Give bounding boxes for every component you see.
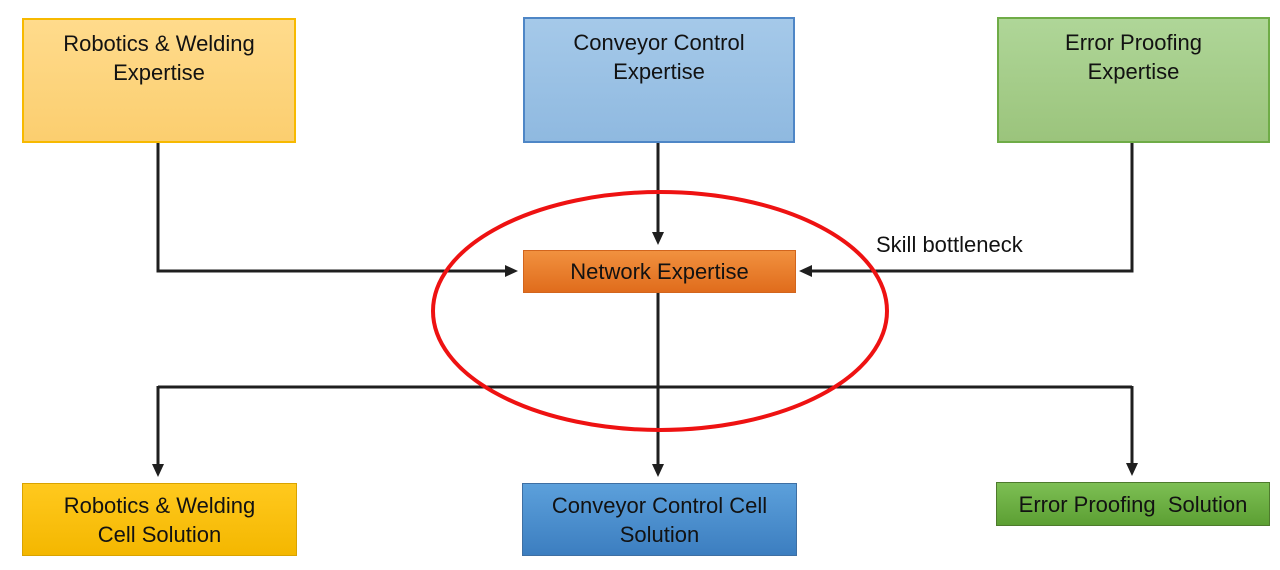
node-robotics-solution: Robotics & Welding Cell Solution bbox=[22, 483, 297, 556]
node-conveyor-expertise-label: Conveyor Control Expertise bbox=[573, 30, 745, 84]
skill-bottleneck-ellipse bbox=[431, 190, 889, 432]
edge-error-to-network bbox=[799, 143, 1134, 277]
skill-bottleneck-label: Skill bottleneck bbox=[876, 232, 1023, 257]
node-error-solution-label: Error Proofing Solution bbox=[1018, 491, 1248, 517]
node-network-expertise: Network Expertise bbox=[523, 250, 796, 293]
node-robotics-expertise-label: Robotics & Welding Expertise bbox=[63, 31, 255, 85]
node-error-expertise-label: Error Proofing Expertise bbox=[1065, 30, 1202, 84]
node-error-solution: Error Proofing Solution bbox=[996, 482, 1270, 526]
node-error-expertise: Error Proofing Expertise bbox=[997, 17, 1270, 143]
edge-robotics-to-network bbox=[156, 143, 518, 277]
node-network-expertise-label: Network Expertise bbox=[570, 259, 749, 284]
node-robotics-solution-label: Robotics & Welding Cell Solution bbox=[63, 492, 256, 547]
node-conveyor-solution: Conveyor Control Cell Solution bbox=[522, 483, 797, 556]
node-conveyor-expertise: Conveyor Control Expertise bbox=[523, 17, 795, 143]
node-conveyor-solution-label: Conveyor Control Cell Solution bbox=[551, 492, 768, 547]
node-robotics-expertise: Robotics & Welding Expertise bbox=[22, 18, 296, 143]
